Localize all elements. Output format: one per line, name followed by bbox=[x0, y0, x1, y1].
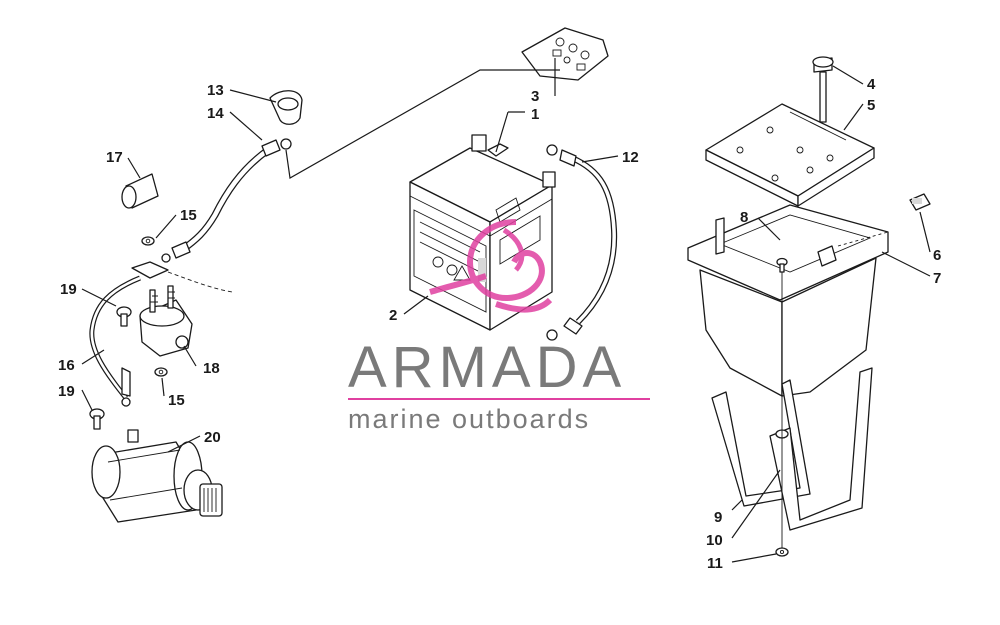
brand-name: ARMADA bbox=[348, 335, 626, 400]
callout-16: 16 bbox=[58, 357, 75, 374]
callout-19-lower: 19 bbox=[58, 383, 75, 400]
callout-1: 1 bbox=[531, 106, 539, 123]
terminal-hardware-kit bbox=[521, 27, 609, 81]
starter-solenoid bbox=[131, 261, 233, 357]
nut-11 bbox=[775, 547, 789, 557]
callout-19-upper: 19 bbox=[60, 281, 77, 298]
battery-cable-14 bbox=[161, 138, 292, 263]
battery-box bbox=[687, 204, 889, 397]
nut-15-lower bbox=[154, 367, 168, 377]
starter-cable-16 bbox=[89, 275, 141, 407]
terminal-cap-13 bbox=[269, 90, 303, 125]
callout-2: 2 bbox=[389, 307, 397, 324]
pink-logo-mark bbox=[429, 219, 553, 313]
armada-watermark: ARMADA marine outboards bbox=[348, 219, 650, 434]
callout-7: 7 bbox=[933, 270, 941, 287]
callout-5: 5 bbox=[867, 97, 875, 114]
callout-9: 9 bbox=[714, 509, 722, 526]
callout-12: 12 bbox=[622, 149, 639, 166]
callout-13: 13 bbox=[207, 82, 224, 99]
callout-20: 20 bbox=[204, 429, 221, 446]
starter-motor bbox=[91, 429, 223, 523]
callout-3: 3 bbox=[531, 88, 539, 105]
callout-numbers: 1 2 3 4 5 6 7 8 9 10 11 12 13 14 15 15 1… bbox=[58, 76, 941, 572]
callout-11: 11 bbox=[707, 555, 723, 572]
hold-down-plate bbox=[705, 103, 875, 207]
callout-4: 4 bbox=[867, 76, 876, 93]
bolt-19-lower bbox=[89, 408, 105, 430]
leader-lines bbox=[81, 58, 931, 563]
callout-10: 10 bbox=[706, 532, 723, 549]
nut-15-upper bbox=[141, 236, 155, 246]
callout-18: 18 bbox=[203, 360, 220, 377]
clip-6 bbox=[909, 193, 931, 211]
callout-15-upper: 15 bbox=[180, 207, 197, 224]
battery-cable-12 bbox=[546, 144, 618, 341]
hold-down-knob bbox=[812, 56, 834, 123]
callout-17: 17 bbox=[106, 149, 123, 166]
callout-6: 6 bbox=[933, 247, 941, 264]
callout-8: 8 bbox=[740, 209, 748, 226]
callout-14: 14 bbox=[207, 105, 224, 122]
bolt-19-upper bbox=[116, 306, 132, 327]
brand-tagline: marine outboards bbox=[348, 404, 590, 434]
callout-15-lower: 15 bbox=[168, 392, 185, 409]
terminal-cap-17 bbox=[121, 173, 159, 209]
